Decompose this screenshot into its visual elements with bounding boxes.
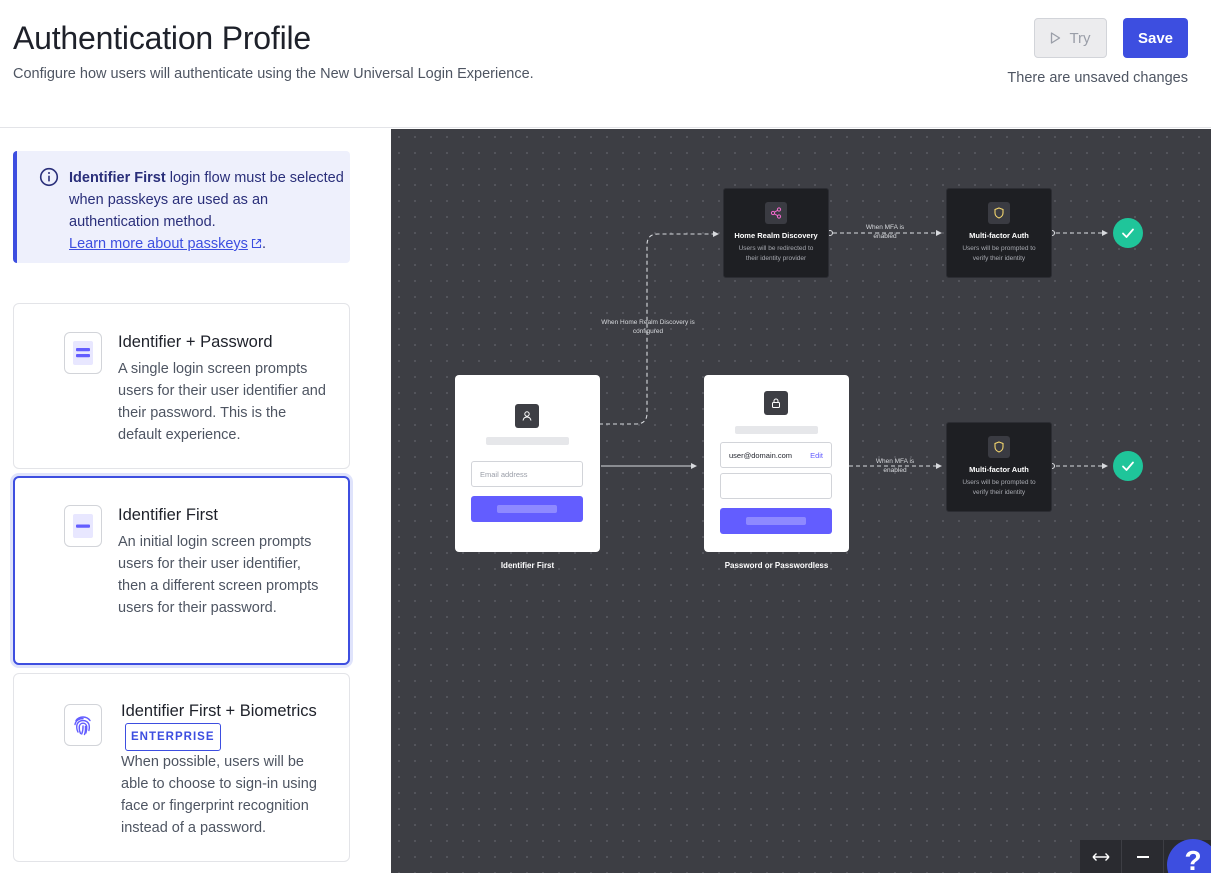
title-placeholder-bar <box>735 426 818 434</box>
node-password-passwordless[interactable]: user@domain.com Edit <box>704 375 849 552</box>
node-label: Password or Passwordless <box>724 561 829 570</box>
page-title: Authentication Profile <box>13 20 312 56</box>
profile-options-panel: Identifier First login flow must be sele… <box>0 129 390 873</box>
shield-icon <box>988 202 1010 224</box>
node-mfa-bottom[interactable]: Multi-factor Auth Users will be prompted… <box>946 422 1052 512</box>
identifier-form-icon <box>64 505 102 547</box>
option-title: Identifier First + BiometricsENTERPRISE <box>121 699 321 751</box>
passkeys-info-banner: Identifier First login flow must be sele… <box>13 151 350 263</box>
option-description: When possible, users will be able to cho… <box>121 754 317 836</box>
minus-icon <box>1136 855 1149 858</box>
info-message: Identifier First login flow must be sele… <box>69 167 344 255</box>
horizontal-arrows-icon <box>1092 852 1109 861</box>
info-body: login flow must be selected when passkey… <box>69 170 344 230</box>
option-identifier-first-biometrics[interactable]: Identifier First + BiometricsENTERPRISE … <box>13 673 350 862</box>
edit-link: Edit <box>810 450 823 460</box>
flow-edges <box>599 229 1108 470</box>
email-display-field: user@domain.com Edit <box>720 442 832 468</box>
email-value: user@domain.com <box>729 450 793 460</box>
node-title: Home Realm Discovery <box>734 231 818 240</box>
share-icon <box>765 202 787 224</box>
option-identifier-password[interactable]: Identifier + Password A single login scr… <box>13 303 350 469</box>
success-check-icon <box>1113 218 1143 248</box>
fit-view-button[interactable] <box>1080 840 1122 873</box>
fingerprint-icon <box>64 704 102 746</box>
edge-label-hrd: When Home Realm Discovery is configured <box>601 319 695 335</box>
node-home-realm-discovery[interactable]: Home Realm Discovery Users will be redir… <box>723 188 829 278</box>
shield-icon <box>988 436 1010 458</box>
edge-label-mfa: When MFA is enabled <box>865 224 905 240</box>
user-icon <box>515 404 539 428</box>
password-field <box>720 473 832 499</box>
page-header: Authentication Profile Configure how use… <box>0 0 1211 128</box>
title-placeholder-bar <box>486 437 569 445</box>
lock-icon <box>764 391 788 415</box>
learn-passkeys-link[interactable]: Learn more about passkeys <box>69 236 248 252</box>
email-field: Email address <box>471 461 583 487</box>
node-description: Users will be prompted to verify their i… <box>962 479 1036 496</box>
info-suffix: . <box>261 236 266 252</box>
unsaved-status: There are unsaved changes <box>1007 70 1188 86</box>
zoom-out-button[interactable] <box>1122 840 1164 873</box>
try-button[interactable]: Try <box>1034 18 1107 58</box>
node-title: Multi-factor Auth <box>969 231 1029 240</box>
success-check-icon <box>1113 451 1143 481</box>
button-placeholder-bar <box>497 505 557 513</box>
try-label: Try <box>1069 29 1091 47</box>
node-title: Multi-factor Auth <box>969 465 1029 474</box>
node-description: Users will be redirected to their identi… <box>738 245 814 262</box>
edge-label-mfa: When MFA is enabled <box>875 458 915 474</box>
option-title: Identifier First <box>118 506 218 524</box>
info-bold: Identifier First <box>69 170 166 186</box>
page-subtitle: Configure how users will authenticate us… <box>13 66 534 82</box>
button-placeholder-bar <box>746 517 806 525</box>
option-description: An initial login screen prompts users fo… <box>118 534 319 616</box>
node-description: Users will be prompted to verify their i… <box>962 245 1036 262</box>
option-title-text: Identifier First + Biometrics <box>121 702 317 720</box>
question-icon: ? <box>1184 845 1202 873</box>
option-identifier-first[interactable]: Identifier First An initial login screen… <box>13 476 350 665</box>
option-title: Identifier + Password <box>118 333 273 351</box>
option-description: A single login screen prompts users for … <box>118 361 326 443</box>
password-form-icon <box>64 332 102 374</box>
flow-canvas[interactable]: When Home Realm Discovery is configured … <box>391 129 1211 873</box>
enterprise-badge: ENTERPRISE <box>125 723 221 751</box>
play-icon <box>1051 32 1061 44</box>
continue-button-mock <box>471 496 583 522</box>
node-mfa-top[interactable]: Multi-factor Auth Users will be prompted… <box>946 188 1052 278</box>
info-icon <box>39 167 59 187</box>
node-label: Identifier First <box>500 561 555 570</box>
continue-button-mock <box>720 508 832 534</box>
save-button[interactable]: Save <box>1123 18 1188 58</box>
node-identifier-first[interactable]: Email address <box>455 375 600 552</box>
external-link-icon <box>251 238 261 249</box>
